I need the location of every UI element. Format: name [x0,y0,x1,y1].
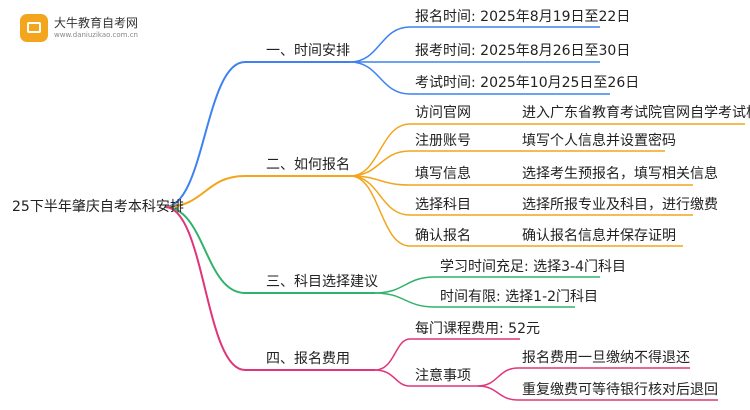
brand-url: www.daniuzikao.com.cn [54,31,138,39]
link-root-b2 [164,175,246,208]
advice-item: 时间有限: 选择1-2门科目 [440,289,599,305]
root-node: 25下半年肇庆自考本科安排 [12,199,184,215]
branch-fees: 四、报名费用 [266,351,350,367]
branch-subject-advice: 三、科目选择建议 [266,274,378,290]
note-label: 注意事项 [415,368,471,384]
step-name: 访问官网 [415,105,471,121]
schedule-item: 报考时间: 2025年8月26日至30日 [415,43,631,59]
fee-item: 每门课程费用: 52元 [415,321,540,337]
step-name: 注册账号 [415,133,471,149]
branch-time-schedule: 一、时间安排 [266,43,350,59]
step-detail: 进入广东省教育考试院官网自学考试栏目 [522,105,750,121]
step-name: 填写信息 [415,166,471,182]
step-detail: 确认报名信息并保存证明 [522,228,676,244]
advice-item: 学习时间充足: 选择3-4门科目 [440,259,627,275]
link-b1-1 [349,26,411,63]
link-b1-3 [349,61,411,95]
step-name: 确认报名 [415,228,471,244]
step-detail: 填写个人信息并设置密码 [522,133,676,149]
link-root-b3 [164,206,246,294]
step-detail: 选择考生预报名，填写相关信息 [522,166,718,182]
brand-name: 大牛教育自考网 [54,16,139,30]
schedule-item: 报名时间: 2025年8月19日至22日 [415,9,631,25]
book-icon [20,14,48,42]
note-detail: 报名费用一旦缴纳不得退还 [522,350,690,366]
brand-logo: 大牛教育自考网 www.daniuzikao.com.cn [20,14,138,42]
link-root-b4 [164,206,246,371]
step-name: 选择科目 [415,197,471,213]
schedule-item: 考试时间: 2025年10月25日至26日 [415,75,640,91]
note-detail: 重复缴费可等待银行核对后退回 [522,382,718,398]
step-detail: 选择所报专业及科目，进行缴费 [522,197,718,213]
link-root-b1 [164,61,246,208]
branch-how-to-register: 二、如何报名 [266,157,350,173]
